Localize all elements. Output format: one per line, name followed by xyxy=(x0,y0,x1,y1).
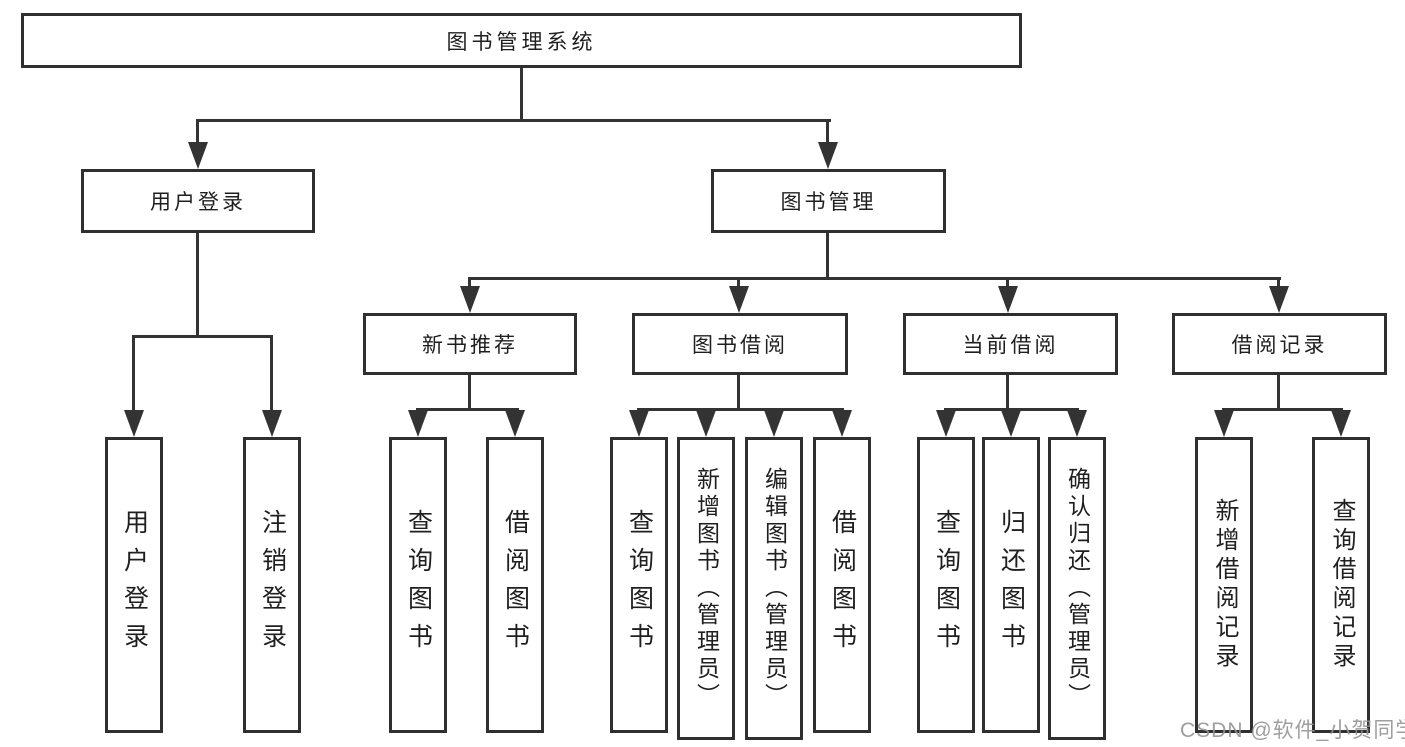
arrow-down-icon xyxy=(460,286,480,313)
arrow-down-icon xyxy=(696,410,716,437)
leaf-query-book-borrow: 查询图书 xyxy=(610,437,668,733)
connector-drop-book-management xyxy=(826,119,829,145)
leaf-query-book-recommend: 查询图书 xyxy=(389,437,447,733)
leaf-borrow-book-recommend: 借阅图书 xyxy=(486,437,544,733)
leaf-add-book-admin: 新增图书（管理员） xyxy=(677,437,735,740)
leaf-confirm-return-admin: 确认归还（管理员） xyxy=(1048,437,1106,740)
leaf-edit-book-admin: 编辑图书（管理员） xyxy=(745,437,803,740)
arrow-down-icon xyxy=(505,410,525,437)
connector-borrow-record-stem xyxy=(1277,375,1280,408)
arrow-down-icon xyxy=(1269,286,1289,313)
arrow-down-icon xyxy=(408,410,428,437)
arrow-down-icon xyxy=(818,142,838,169)
arrow-down-icon xyxy=(998,286,1018,313)
connector-book-borrow-split xyxy=(637,408,844,411)
node-root: 图书管理系统 xyxy=(21,13,1022,68)
arrow-down-icon xyxy=(936,410,956,437)
connector-drop-group xyxy=(1006,277,1009,289)
arrow-down-icon xyxy=(1214,410,1234,437)
leaf-query-borrow-record: 查询借阅记录 xyxy=(1312,437,1370,733)
connector-book-management-stem xyxy=(826,233,829,277)
node-book-management-label: 图书管理 xyxy=(780,191,877,214)
leaf-query-book-label: 查询图书 xyxy=(932,509,961,661)
node-user-login-label: 用户登录 xyxy=(150,191,246,214)
connector-new-book-split xyxy=(416,408,519,411)
connector-new-book-stem xyxy=(468,375,471,408)
leaf-user-login-label: 用户登录 xyxy=(120,509,149,661)
node-book-borrow-label: 图书借阅 xyxy=(692,334,788,357)
leaf-borrow-book: 借阅图书 xyxy=(813,437,871,733)
connector-drop-group xyxy=(468,277,471,289)
connector-book-management-split xyxy=(468,277,1281,280)
leaf-query-book-label: 查询图书 xyxy=(625,509,654,661)
leaf-add-borrow-record-label: 新增借阅记录 xyxy=(1211,498,1238,672)
csdn-watermark: CSDN @软件_小贺同学 xyxy=(1180,719,1405,742)
leaf-borrow-book-label: 借阅图书 xyxy=(501,509,530,661)
node-current-borrow: 当前借阅 xyxy=(903,313,1118,375)
node-book-management: 图书管理 xyxy=(711,169,946,233)
leaf-user-login: 用户登录 xyxy=(105,437,163,733)
connector-drop-user-login xyxy=(196,119,199,145)
leaf-return-book: 归还图书 xyxy=(982,437,1040,733)
arrow-down-icon xyxy=(124,410,144,437)
node-borrow-record-label: 借阅记录 xyxy=(1231,334,1328,357)
node-user-login: 用户登录 xyxy=(81,169,315,233)
arrow-down-icon xyxy=(262,410,282,437)
leaf-edit-book-admin-label: 编辑图书（管理员） xyxy=(761,467,788,710)
connector-root-stem xyxy=(520,68,523,119)
connector-user-login-stem xyxy=(196,233,199,335)
connector-book-borrow-stem xyxy=(737,375,740,408)
node-book-borrow: 图书借阅 xyxy=(632,313,848,375)
connector-current-borrow-stem xyxy=(1006,375,1009,408)
leaf-return-book-label: 归还图书 xyxy=(997,509,1026,661)
leaf-confirm-return-admin-label: 确认归还（管理员） xyxy=(1064,467,1091,710)
arrow-down-icon xyxy=(188,142,208,169)
arrow-down-icon xyxy=(629,410,649,437)
arrow-down-icon xyxy=(1001,410,1021,437)
leaf-logout: 注销登录 xyxy=(243,437,301,733)
leaf-query-book-label: 查询图书 xyxy=(404,509,433,661)
connector-drop-leaf xyxy=(270,335,273,412)
leaf-logout-label: 注销登录 xyxy=(258,509,287,661)
leaf-add-book-admin-label: 新增图书（管理员） xyxy=(693,467,720,710)
connector-borrow-record-split xyxy=(1222,408,1343,411)
leaf-query-book-current: 查询图书 xyxy=(917,437,975,733)
connector-root-split xyxy=(196,119,831,122)
arrow-down-icon xyxy=(1331,410,1351,437)
arrow-down-icon xyxy=(729,286,749,313)
connector-drop-leaf xyxy=(132,335,135,412)
node-root-label: 图书管理系统 xyxy=(446,30,597,54)
leaf-add-borrow-record: 新增借阅记录 xyxy=(1195,437,1253,733)
connector-drop-group xyxy=(737,277,740,289)
connector-user-login-split xyxy=(132,335,273,338)
node-borrow-record: 借阅记录 xyxy=(1172,313,1387,375)
node-current-borrow-label: 当前借阅 xyxy=(962,334,1059,357)
node-new-book-recommend: 新书推荐 xyxy=(363,313,577,375)
arrow-down-icon xyxy=(764,410,784,437)
leaf-borrow-book-label: 借阅图书 xyxy=(828,509,857,661)
connector-drop-group xyxy=(1277,277,1280,289)
arrow-down-icon xyxy=(1067,410,1087,437)
leaf-query-borrow-record-label: 查询借阅记录 xyxy=(1328,498,1355,672)
node-new-book-recommend-label: 新书推荐 xyxy=(422,334,518,357)
connector-current-borrow-split xyxy=(944,408,1079,411)
arrow-down-icon xyxy=(832,410,852,437)
